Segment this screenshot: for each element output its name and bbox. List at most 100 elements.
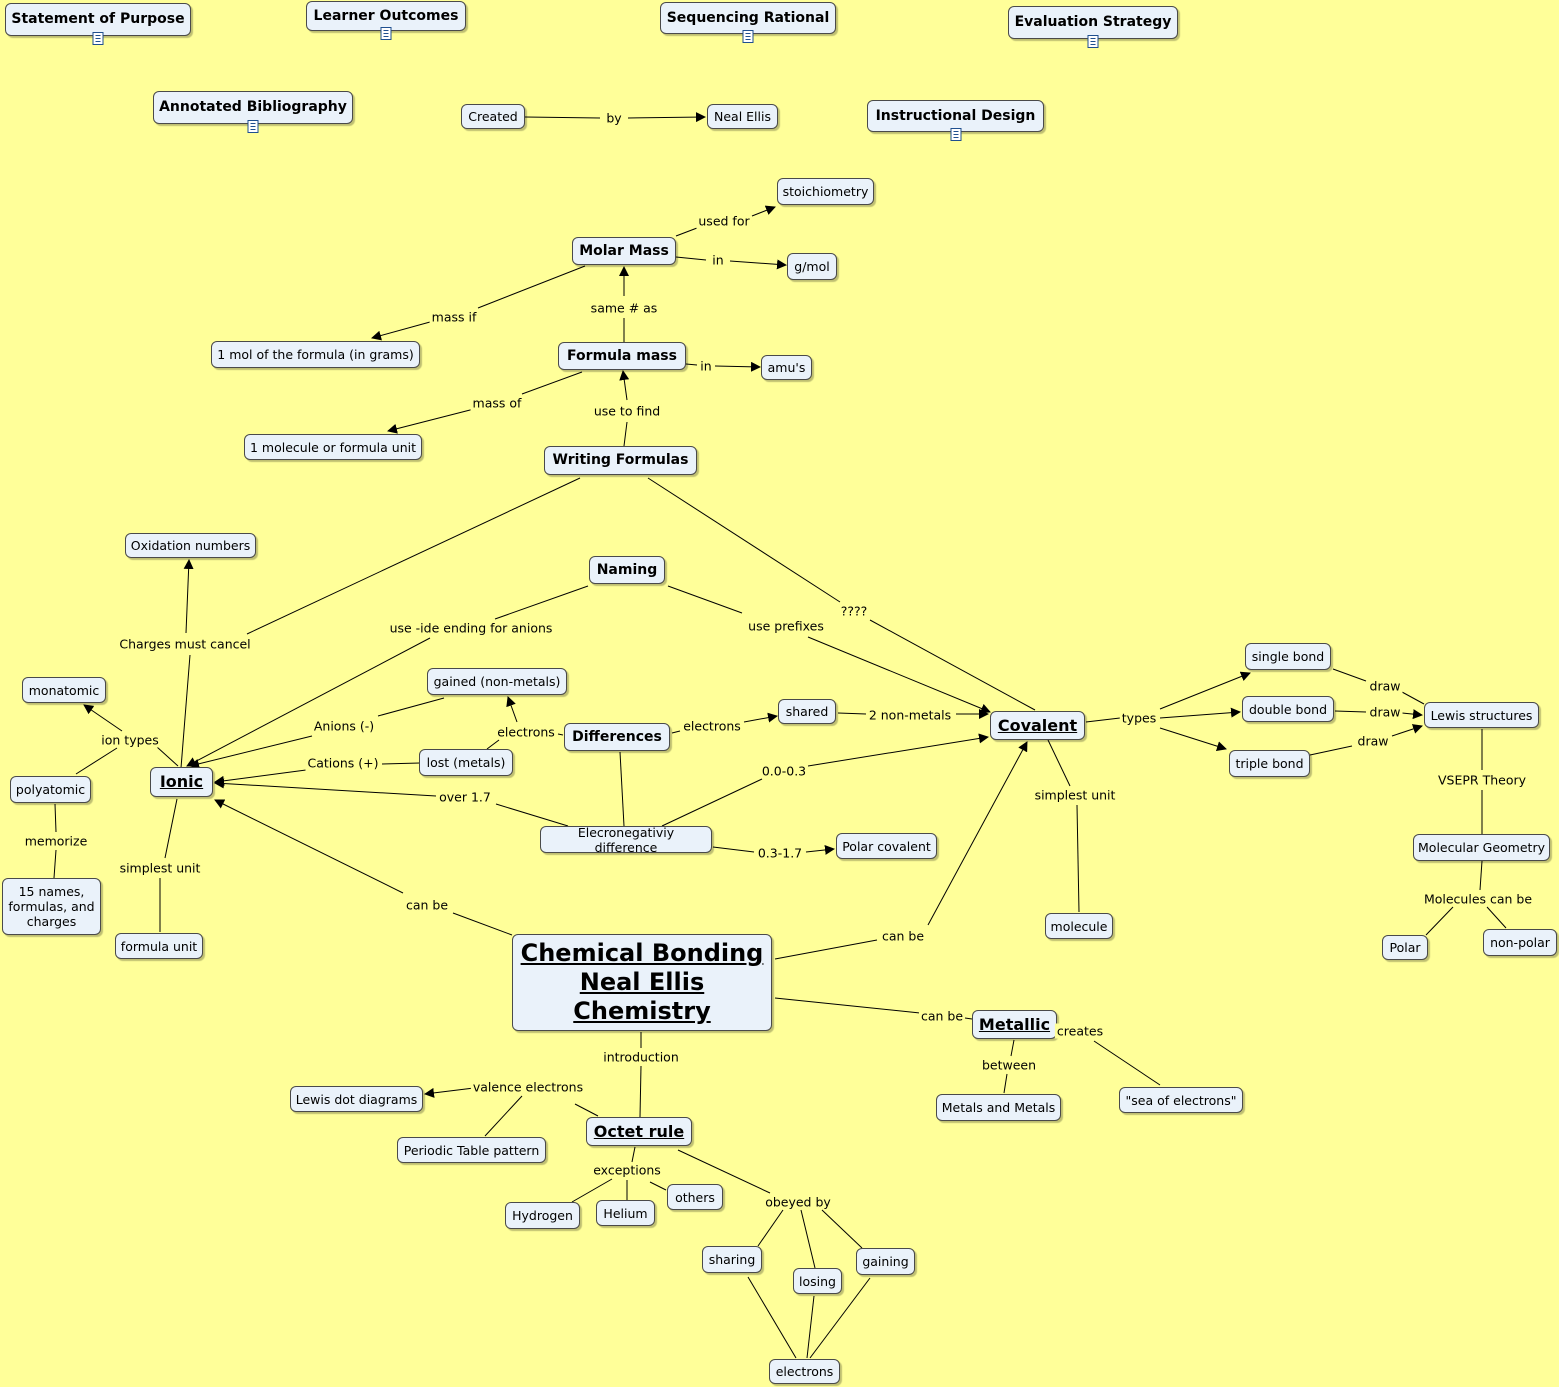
created-node[interactable]: Created: [461, 104, 525, 129]
link-label: draw: [1355, 733, 1391, 749]
document-icon[interactable]: [247, 120, 259, 133]
link-label: use to find: [591, 403, 663, 419]
metallic-node[interactable]: Metallic: [972, 1010, 1057, 1039]
node-label: Formula mass: [567, 347, 677, 364]
node-label: lost (metals): [426, 755, 506, 770]
link-label: electrons: [681, 718, 743, 734]
molecule-node[interactable]: molecule: [1045, 913, 1113, 939]
stoichiometry-node[interactable]: stoichiometry: [777, 178, 874, 205]
node-label: gaining: [862, 1254, 909, 1269]
sharing-node[interactable]: sharing: [702, 1246, 762, 1273]
sequencing-rational-node[interactable]: Sequencing Rational: [660, 2, 836, 43]
periodic-table-pattern-node[interactable]: Periodic Table pattern: [397, 1137, 546, 1163]
gaining-node[interactable]: gaining: [856, 1248, 915, 1275]
document-icon[interactable]: [950, 128, 961, 141]
amus-node[interactable]: amu's: [761, 355, 812, 380]
formula-mass-node[interactable]: Formula mass: [558, 342, 686, 370]
node-label: Sequencing Rational: [666, 9, 830, 26]
node-label: Writing Formulas: [552, 452, 689, 469]
naming-node[interactable]: Naming: [589, 556, 665, 584]
node-label: 15 names, formulas, and charges: [8, 884, 95, 929]
node-label: molecule: [1050, 918, 1108, 934]
document-icon[interactable]: [92, 32, 104, 45]
helium-node[interactable]: Helium: [596, 1200, 655, 1226]
sea-of-electrons-node[interactable]: "sea of electrons": [1119, 1087, 1243, 1113]
electrons-node[interactable]: electrons: [769, 1359, 840, 1384]
link-label: Cations (+): [305, 755, 381, 771]
single-bond-node[interactable]: single bond: [1245, 643, 1331, 670]
node-label: losing: [799, 1273, 836, 1289]
link-label: Molecules can be: [1421, 891, 1535, 907]
differences-node[interactable]: Differences: [564, 723, 670, 751]
double-bond-node[interactable]: double bond: [1242, 696, 1334, 722]
node-label: Evaluation Strategy: [1014, 14, 1172, 31]
neal-ellis-node[interactable]: Neal Ellis: [707, 104, 778, 129]
link-label: valence electrons: [470, 1079, 586, 1095]
hydrogen-node[interactable]: Hydrogen: [505, 1202, 580, 1229]
link-label: can be: [403, 897, 451, 913]
link-label: Charges must cancel: [117, 636, 253, 652]
losing-node[interactable]: losing: [793, 1268, 842, 1294]
oxidation-numbers-node[interactable]: Oxidation numbers: [125, 533, 256, 558]
document-icon[interactable]: [1087, 35, 1099, 48]
fifteen-names-node[interactable]: 15 names, formulas, and charges: [2, 878, 101, 935]
node-label: triple bond: [1235, 756, 1304, 771]
lost-metals-node[interactable]: lost (metals): [419, 749, 513, 776]
link-label: 2 non-metals: [866, 707, 954, 723]
link-label: introduction: [601, 1049, 681, 1065]
evaluation-strategy-node[interactable]: Evaluation Strategy: [1008, 6, 1178, 48]
polar-covalent-node[interactable]: Polar covalent: [836, 833, 937, 859]
writing-formulas-node[interactable]: Writing Formulas: [544, 446, 697, 475]
link-label: in: [710, 252, 726, 268]
link-label: memorize: [22, 833, 90, 849]
node-label: Covalent: [997, 715, 1078, 735]
node-label: Polar: [1389, 940, 1421, 955]
link-label: simplest unit: [117, 860, 203, 876]
page-title: Chemical Bonding Neal Ellis Chemistry: [520, 939, 764, 1025]
lewis-dot-diagrams-node[interactable]: Lewis dot diagrams: [290, 1086, 423, 1112]
main-title-node[interactable]: Chemical Bonding Neal Ellis Chemistry: [512, 934, 772, 1031]
ionic-node[interactable]: Ionic: [150, 767, 213, 797]
node-label: Statement of Purpose: [11, 11, 185, 28]
molar-mass-node[interactable]: Molar Mass: [572, 237, 676, 265]
metals-and-metals-node[interactable]: Metals and Metals: [936, 1094, 1061, 1121]
document-icon[interactable]: [742, 30, 754, 43]
node-label: electrons: [775, 1364, 834, 1379]
node-label: gained (non-metals): [433, 674, 561, 689]
node-label: Lewis dot diagrams: [295, 1091, 418, 1107]
link-label: use -ide ending for anions: [387, 620, 555, 636]
polar-node[interactable]: Polar: [1382, 935, 1428, 960]
gained-nonmetals-node[interactable]: gained (non-metals): [427, 668, 567, 695]
link-label: same # as: [588, 300, 660, 316]
learner-outcomes-node[interactable]: Learner Outcomes: [306, 1, 466, 40]
monatomic-node[interactable]: monatomic: [22, 677, 106, 703]
node-label: Annotated Bibliography: [159, 99, 347, 116]
document-icon[interactable]: [380, 27, 392, 40]
node-label: g/mol: [794, 259, 830, 274]
one-molecule-node[interactable]: 1 molecule or formula unit: [244, 434, 422, 460]
electronegativity-difference-node[interactable]: Elecronegativiy difference: [540, 825, 712, 855]
node-label: Neal Ellis: [714, 109, 771, 124]
annotated-bibliography-node[interactable]: Annotated Bibliography: [153, 91, 353, 133]
molecular-geometry-node[interactable]: Molecular Geometry: [1413, 834, 1550, 861]
node-label: amu's: [767, 360, 806, 375]
polyatomic-node[interactable]: polyatomic: [10, 776, 91, 803]
shared-node[interactable]: shared: [778, 699, 836, 724]
others-node[interactable]: others: [667, 1184, 723, 1210]
node-label: non-polar: [1490, 935, 1550, 950]
triple-bond-node[interactable]: triple bond: [1229, 750, 1310, 777]
covalent-node[interactable]: Covalent: [990, 711, 1085, 740]
g-mol-node[interactable]: g/mol: [787, 253, 837, 280]
lewis-structures-node[interactable]: Lewis structures: [1424, 702, 1539, 728]
node-label: 1 mol of the formula (in grams): [217, 347, 414, 362]
formula-unit-node[interactable]: formula unit: [115, 933, 203, 959]
statement-of-purpose-node[interactable]: Statement of Purpose: [5, 3, 191, 45]
nonpolar-node[interactable]: non-polar: [1483, 929, 1557, 956]
instructional-design-node[interactable]: Instructional Design: [867, 100, 1044, 141]
node-label: stoichiometry: [782, 184, 869, 199]
node-label: Created: [468, 109, 518, 124]
one-mol-formula-node[interactable]: 1 mol of the formula (in grams): [211, 341, 420, 368]
octet-rule-node[interactable]: Octet rule: [586, 1117, 692, 1146]
link-label: VSEPR Theory: [1435, 772, 1529, 788]
